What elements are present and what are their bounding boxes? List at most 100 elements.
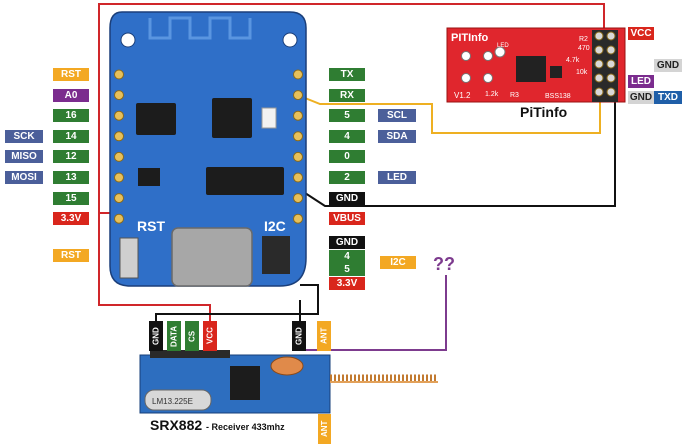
- wires: [98, 3, 616, 351]
- pitinfo-header-label-4: TXD: [654, 91, 682, 104]
- pitinfo-silk-r3: R3: [510, 92, 519, 99]
- pin-hole: [114, 213, 124, 224]
- pitinfo-terminal: [483, 51, 493, 61]
- pin-holes: [114, 69, 303, 224]
- i2c-connector: [262, 236, 290, 274]
- right-pin-1: RX: [329, 88, 365, 102]
- receiver-pin-1: DATA: [167, 321, 181, 351]
- pin-hole: [293, 193, 303, 204]
- left-pin-alt-3: SCK: [5, 129, 43, 143]
- receiver-title: SRX882 - Receiver 433mhz: [150, 417, 285, 433]
- wemos-d1-mini-board: [109, 11, 307, 287]
- pin-hole: [606, 59, 616, 69]
- wire-gnd-receiver-black: [155, 284, 319, 322]
- mount-hole: [120, 32, 136, 48]
- pitinfo-led: [494, 46, 506, 58]
- wire-gnd-black: [301, 65, 616, 207]
- left-pin-3: 14: [53, 129, 89, 143]
- pitinfo-terminal: [461, 73, 471, 83]
- receiver-pin-5: ANT: [317, 321, 331, 351]
- pitinfo-header-label-0: VCC: [628, 27, 654, 40]
- pin-hole: [293, 131, 303, 142]
- pin-hole: [594, 73, 604, 83]
- pin-hole: [293, 213, 303, 224]
- receiver-pin-4: GND: [292, 321, 306, 351]
- pin-hole: [114, 193, 124, 204]
- pin-hole: [114, 69, 124, 80]
- left-pin-5: 13: [53, 171, 89, 184]
- right-pin-alt-5: LED: [378, 171, 416, 184]
- pin-hole: [114, 90, 124, 101]
- pin-hole: [293, 172, 303, 183]
- right-pin-0: TX: [329, 68, 365, 81]
- pin-hole: [114, 172, 124, 183]
- left-pin-7: 3.3V: [53, 212, 89, 226]
- receiver-inductor: [270, 356, 304, 376]
- pin-hole: [606, 73, 616, 83]
- pitinfo-silk-led: LED: [497, 43, 509, 49]
- pitinfo-terminal: [461, 51, 471, 61]
- left-pin-2: 16: [53, 109, 89, 123]
- i2c-pin-0: GND: [329, 236, 365, 249]
- pin-hole: [606, 87, 616, 97]
- right-pin-7: VBUS: [329, 212, 365, 226]
- i2c-pin-2: 5: [329, 263, 365, 276]
- receiver-subtitle: - Receiver 433mhz: [206, 422, 285, 432]
- right-pin-alt-3: SDA: [378, 129, 416, 143]
- i2c-pin-1: 4: [329, 249, 365, 263]
- pitinfo-silk-10k: 10k: [576, 69, 588, 76]
- pitinfo-optocoupler: [516, 56, 546, 82]
- pitinfo-silk-4k7: 4.7k: [566, 57, 580, 64]
- pin-hole: [114, 151, 124, 162]
- right-pin-3: 4: [329, 129, 365, 143]
- pitinfo-silk-version: V1.2: [454, 91, 471, 100]
- right-pin-6: GND: [329, 191, 365, 205]
- mount-hole: [282, 32, 298, 48]
- right-pin-2: 5: [329, 109, 365, 123]
- left-pin-alt-5: MOSI: [5, 171, 43, 184]
- chip-flash: [136, 103, 176, 135]
- pin-hole: [594, 59, 604, 69]
- pitinfo-header-label-1: GND: [654, 59, 682, 72]
- left-pin-alt-4: MISO: [5, 150, 43, 164]
- pitinfo-silk-name: PITInfo: [451, 32, 489, 44]
- board-i2c-silk: I2C: [264, 218, 286, 234]
- i2c-pin-3: 3.3V: [329, 276, 365, 290]
- pin-hole: [594, 87, 604, 97]
- pitinfo-header-holes: [594, 31, 616, 97]
- left-pin-0: RST: [53, 68, 89, 81]
- pitinfo-header-label-2: LED: [628, 75, 654, 88]
- left-pin-4: 12: [53, 150, 89, 164]
- receiver-chip: [230, 366, 260, 400]
- receiver-pin-header: [150, 350, 230, 358]
- chip-esp8266: [212, 98, 252, 138]
- unknown-question-marks: ??: [433, 254, 455, 274]
- pin-hole: [293, 69, 303, 80]
- usb-c-connector: [171, 227, 253, 287]
- pin-hole: [114, 131, 124, 142]
- pin-hole: [293, 151, 303, 162]
- pitinfo-silk-470: 470: [578, 45, 590, 52]
- receiver-name: SRX882: [150, 417, 203, 433]
- pin-hole: [594, 45, 604, 55]
- pin-hole: [606, 45, 616, 55]
- receiver-pin-0: GND: [149, 321, 163, 351]
- receiver-crystal-label: LM13.225E: [152, 397, 193, 406]
- wire-3v3-red: [98, 3, 605, 214]
- pin-hole: [606, 31, 616, 41]
- wire-rx-yellow: [299, 95, 601, 134]
- board-rst-silk: RST: [137, 218, 165, 234]
- pitinfo-title: PiTinfo: [520, 104, 568, 120]
- srx882-board: LM13.225E: [139, 350, 438, 414]
- receiver-bottom-ant: ANT: [318, 414, 331, 444]
- pin-hole: [293, 110, 303, 121]
- crystal: [261, 107, 277, 129]
- right-pin-4: 0: [329, 150, 365, 164]
- pin-hole: [114, 110, 124, 121]
- chip-ch340: [206, 167, 284, 195]
- board-left-rst-extra: RST: [53, 249, 89, 262]
- regulator: [138, 168, 160, 186]
- antenna-trace: [148, 16, 252, 40]
- reset-switch: [119, 237, 139, 279]
